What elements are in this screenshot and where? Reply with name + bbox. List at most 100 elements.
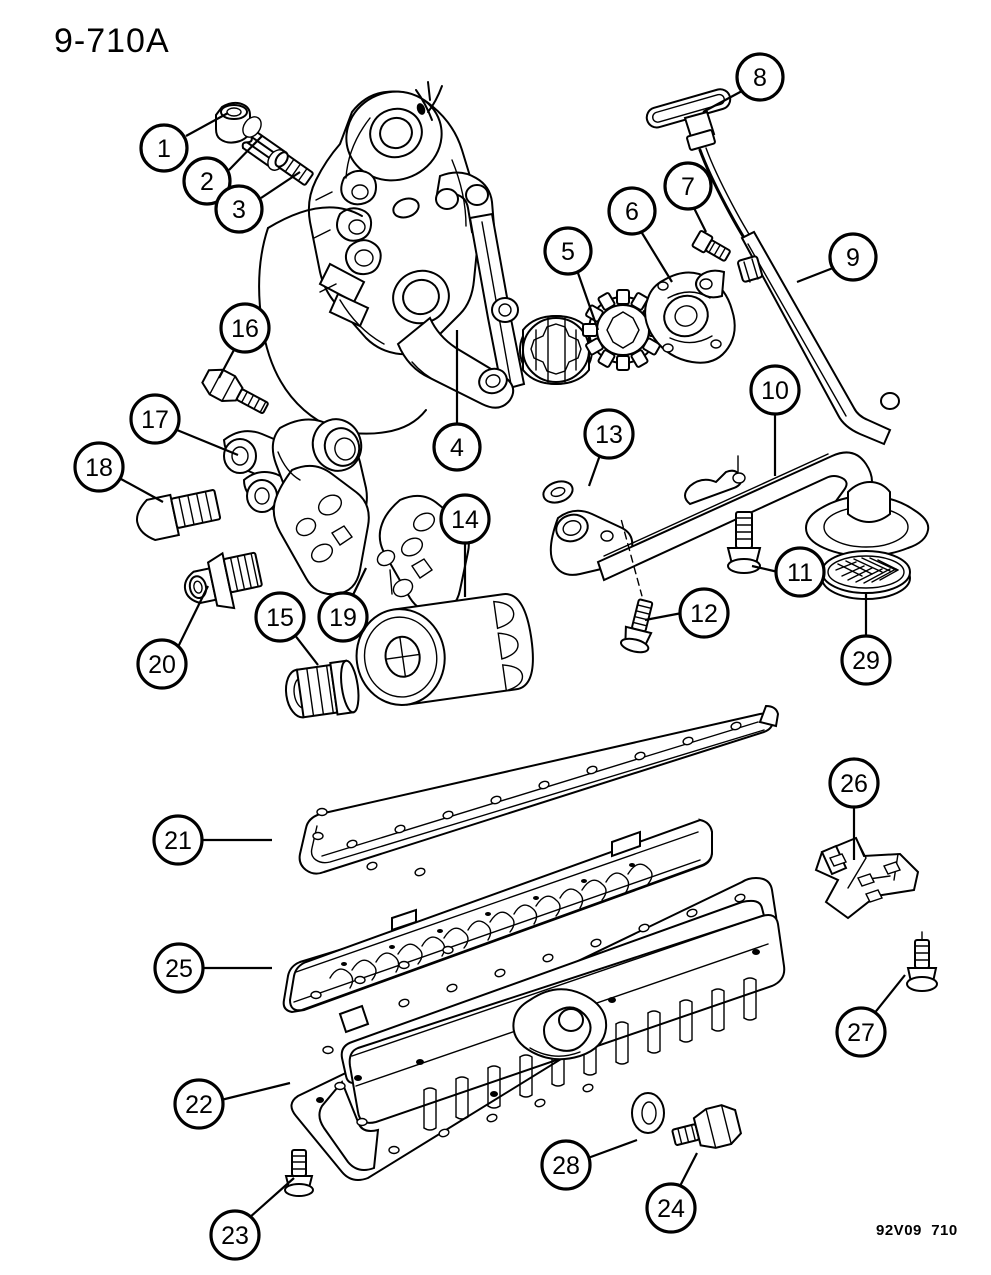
callout-number: 12 (690, 600, 718, 628)
callout-circle[interactable] (139, 123, 189, 173)
callout-1[interactable]: 1 (139, 112, 229, 173)
callout-number: 10 (761, 377, 789, 405)
callout-circle[interactable] (645, 1182, 697, 1234)
callout-circle[interactable] (607, 186, 657, 236)
callout-leader-line (576, 272, 600, 331)
callout-circle[interactable] (678, 587, 730, 639)
callout-circle[interactable] (663, 161, 713, 211)
callout-number: 24 (657, 1195, 685, 1223)
callout-number: 27 (847, 1019, 875, 1047)
callout-circle[interactable] (153, 942, 205, 994)
callout-circle[interactable] (209, 1209, 261, 1261)
callout-15[interactable]: 15 (254, 591, 319, 666)
part-pickup-screen (821, 550, 911, 600)
callout-number: 22 (185, 1091, 213, 1119)
callout-number: 2 (200, 168, 214, 196)
callout-circle[interactable] (129, 393, 181, 445)
callout-23[interactable]: 23 (209, 1177, 295, 1261)
callout-number: 20 (148, 651, 176, 679)
part-filter-adapter-nipple (284, 659, 360, 719)
part-drain-plug (671, 1104, 743, 1149)
callout-7[interactable]: 7 (663, 161, 713, 233)
callout-19[interactable]: 19 (317, 567, 369, 643)
callout-25[interactable]: 25 (153, 942, 272, 994)
callout-16[interactable]: 16 (218, 302, 271, 379)
callout-27[interactable]: 27 (835, 974, 906, 1058)
callout-11[interactable]: 11 (751, 546, 826, 598)
callout-number: 13 (595, 421, 623, 449)
callout-26[interactable]: 26 (828, 757, 880, 860)
callout-circle[interactable] (840, 634, 892, 686)
callout-circle[interactable] (828, 232, 878, 282)
callout-14[interactable]: 14 (439, 493, 491, 597)
callout-2[interactable]: 2 (182, 135, 263, 206)
callout-number: 15 (266, 604, 294, 632)
callout-22[interactable]: 22 (173, 1078, 291, 1130)
part-oil-pan-bolt (284, 1149, 314, 1197)
part-bracket-bolt (906, 931, 938, 992)
callout-circle[interactable] (173, 1078, 225, 1130)
callout-29[interactable]: 29 (840, 592, 892, 686)
callout-leader-line (228, 135, 263, 171)
callout-8[interactable]: 8 (702, 52, 785, 113)
callout-circle[interactable] (254, 591, 306, 643)
callout-circle[interactable] (583, 408, 635, 460)
callout-number: 4 (450, 434, 464, 462)
callout-circle[interactable] (182, 156, 232, 206)
page-title: 9-710A (54, 22, 170, 60)
callout-circle[interactable] (152, 814, 204, 866)
part-pickup-o-ring (542, 480, 574, 504)
callout-20[interactable]: 20 (136, 585, 209, 690)
callout-number: 5 (561, 238, 575, 266)
sheet-code-label: 92V09 710 (876, 1222, 958, 1239)
callout-number: 7 (681, 173, 695, 201)
callout-circle[interactable] (835, 1006, 887, 1058)
callout-21[interactable]: 21 (152, 814, 272, 866)
callout-18[interactable]: 18 (73, 441, 164, 503)
callout-number: 17 (141, 406, 169, 434)
callout-circle[interactable] (828, 757, 880, 809)
callout-28[interactable]: 28 (540, 1138, 638, 1191)
callout-circle[interactable] (540, 1139, 592, 1191)
callout-circle[interactable] (73, 441, 125, 493)
callout-4[interactable]: 4 (432, 330, 482, 472)
callout-13[interactable]: 13 (583, 408, 635, 487)
callout-number: 19 (329, 604, 357, 632)
part-oil-filter-adapter (222, 418, 370, 596)
callout-6[interactable]: 6 (607, 186, 673, 283)
part-pump-cover-screw (691, 230, 731, 262)
callout-circle[interactable] (735, 52, 785, 102)
part-oil-pressure-sender-fitting (183, 551, 263, 610)
callout-circle[interactable] (749, 364, 801, 416)
callout-10[interactable]: 10 (749, 364, 801, 476)
part-pump-inner-rotor (582, 289, 664, 371)
callout-9[interactable]: 9 (796, 232, 878, 284)
callout-leader-line (751, 564, 779, 574)
callout-circle[interactable] (214, 184, 264, 234)
callout-layer: 1234567891011121314151617181920212223242… (73, 52, 906, 1261)
callout-17[interactable]: 17 (129, 393, 239, 457)
callout-3[interactable]: 3 (214, 171, 301, 234)
callout-number: 23 (221, 1222, 249, 1250)
callout-24[interactable]: 24 (645, 1152, 698, 1234)
callout-number: 11 (787, 559, 813, 587)
callout-leader-line (587, 1138, 638, 1160)
callout-circle[interactable] (219, 302, 271, 354)
callout-number: 16 (231, 315, 259, 343)
callout-number: 14 (451, 506, 479, 534)
callout-circle[interactable] (432, 422, 482, 472)
callout-number: 3 (232, 196, 246, 224)
callout-leader-line (796, 266, 834, 284)
part-pickup-flange-screw (619, 519, 654, 654)
callout-leader-line (872, 974, 906, 1016)
callout-circle[interactable] (439, 493, 491, 545)
callout-circle[interactable] (317, 591, 369, 643)
callout-12[interactable]: 12 (644, 587, 730, 639)
callout-leader-line (185, 112, 229, 137)
callout-circle[interactable] (774, 546, 826, 598)
callout-circle[interactable] (136, 638, 188, 690)
callout-circle[interactable] (543, 226, 593, 276)
callout-5[interactable]: 5 (543, 226, 600, 331)
